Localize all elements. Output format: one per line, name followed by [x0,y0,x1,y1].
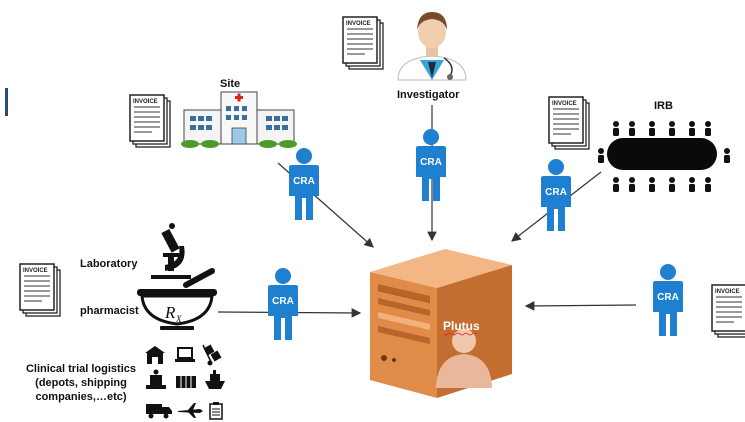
irb-label: IRB [654,100,673,112]
mortar-rx-icon: R X [137,268,217,330]
doctor-icon [397,12,467,81]
invoice-icon-irb: INVOICE [548,96,590,150]
invoice-icon-lab: INVOICE [19,263,61,317]
logistics-label: Clinical trial logistics (depots, shippi… [22,362,140,404]
logistics-line-3: companies,…etc) [35,391,127,403]
laboratory-label: Laboratory [80,258,138,270]
logistics-line-1: Clinical trial logistics [25,363,137,375]
svg-text:CRA: CRA [545,187,567,198]
svg-text:INVOICE: INVOICE [715,289,740,295]
site-label: Site [220,78,241,90]
pharmacist-label: pharmacist [80,305,139,317]
cra-icon-investigator: CRA [416,129,446,201]
hand-truck-icon [202,344,222,366]
svg-text:INVOICE: INVOICE [346,21,371,27]
laptop-icon [175,347,195,362]
svg-text:INVOICE: INVOICE [552,101,577,107]
containers-icon [176,376,196,388]
svg-text:CRA: CRA [272,296,294,307]
airplane-icon [178,403,203,418]
server-label: Plutus [443,319,480,333]
logistics-line-2: (depots, shipping [35,377,127,389]
clipboard-icon [209,402,223,420]
meeting-table-icon [598,121,730,192]
accent-bar [5,88,8,116]
ship-icon [205,370,225,389]
cra-icon-irb: CRA [541,159,571,231]
svg-text:CRA: CRA [420,157,442,168]
hospital-icon [181,91,297,148]
svg-text:CRA: CRA [293,176,315,187]
warehouse-icon [145,346,165,364]
server-icon [370,249,512,398]
cra-icon-site: CRA [289,148,319,220]
truck-icon [146,404,172,419]
invoice-icon-right: INVOICE [711,284,745,338]
cra-icon-right: CRA [653,264,683,336]
svg-text:INVOICE: INVOICE [133,99,158,105]
cra-icon-lab: CRA [268,268,298,340]
invoice-icon-investigator: INVOICE [342,16,384,70]
investigator-label: Investigator [397,89,460,101]
svg-text:INVOICE: INVOICE [23,268,48,274]
svg-text:CRA: CRA [657,292,679,303]
arrow-right-to-server [524,301,637,311]
microscope-icon [151,223,191,279]
svg-text:R: R [164,303,176,322]
warehouse-worker-icon [146,369,166,389]
invoice-icon-site: INVOICE [129,94,171,148]
svg-text:X: X [175,314,182,324]
logistics-icons [145,344,225,420]
